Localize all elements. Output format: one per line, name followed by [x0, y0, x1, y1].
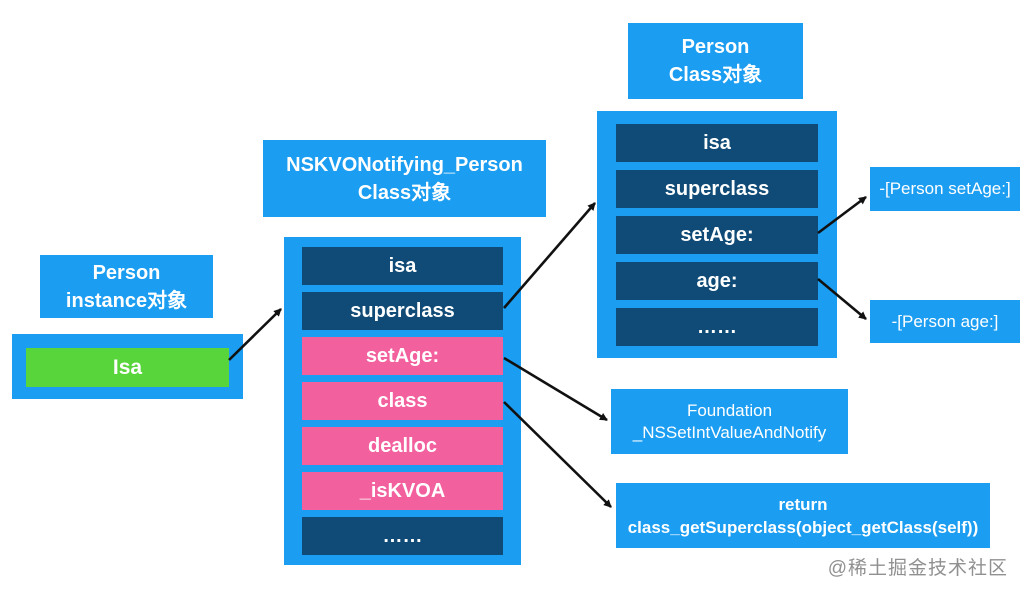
person-class-title-line2: Class对象: [668, 64, 763, 86]
nskvo-row-superclass: superclass: [302, 292, 503, 330]
nskvo-row-iskvoa: _isKVOA: [302, 472, 503, 510]
nskvo-row-ellipsis: ……: [302, 517, 503, 555]
foundation-notify-line2: _NSSetIntValueAndNotify: [632, 422, 827, 442]
person-instance-title-box: Person instance对象: [40, 255, 213, 318]
return-superclass-line1: return: [778, 494, 828, 514]
nskvo-class-structure: isa superclass setAge: class dealloc _is…: [284, 237, 521, 565]
person-instance-title-line2: instance对象: [65, 289, 188, 312]
return-superclass-line2: class_getSuperclass(object_getClass(self…: [627, 517, 979, 537]
person-class-structure: isa superclass setAge: age: ……: [597, 111, 837, 358]
person-class-title-box: Person Class对象: [628, 23, 803, 99]
foundation-notify-box: Foundation _NSSetIntValueAndNotify: [611, 389, 848, 454]
person-class-title-line1: Person: [681, 36, 750, 58]
person-setage-impl-box: -[Person setAge:]: [870, 167, 1020, 211]
instance-isa-slot: Isa: [26, 348, 229, 387]
nskvo-class-title-line1: NSKVONotifying_Person: [286, 153, 523, 176]
person-class-row-age: age:: [616, 262, 818, 300]
person-setage-impl-label: -[Person setAge:]: [879, 179, 1011, 198]
foundation-notify-line1: Foundation: [686, 400, 773, 420]
nskvo-row-class: class: [302, 382, 503, 420]
person-class-row-setage: setAge:: [616, 216, 818, 254]
watermark-text: @稀土掘金技术社区: [827, 558, 1008, 579]
return-superclass-box: return class_getSuperclass(object_getCla…: [616, 483, 990, 548]
nskvo-row-isa: isa: [302, 247, 503, 285]
nskvo-row-dealloc: dealloc: [302, 427, 503, 465]
nskvo-class-title-box: NSKVONotifying_Person Class对象: [263, 140, 546, 217]
nskvo-row-setage: setAge:: [302, 337, 503, 375]
person-age-impl-box: -[Person age:]: [870, 300, 1020, 343]
person-class-row-isa: isa: [616, 124, 818, 162]
person-class-row-superclass: superclass: [616, 170, 818, 208]
person-instance-title-line1: Person: [92, 261, 161, 284]
nskvo-class-title-line2: Class对象: [357, 181, 452, 204]
person-class-row-ellipsis: ……: [616, 308, 818, 346]
person-instance-structure: Isa: [12, 334, 243, 399]
person-age-impl-label: -[Person age:]: [891, 311, 999, 331]
